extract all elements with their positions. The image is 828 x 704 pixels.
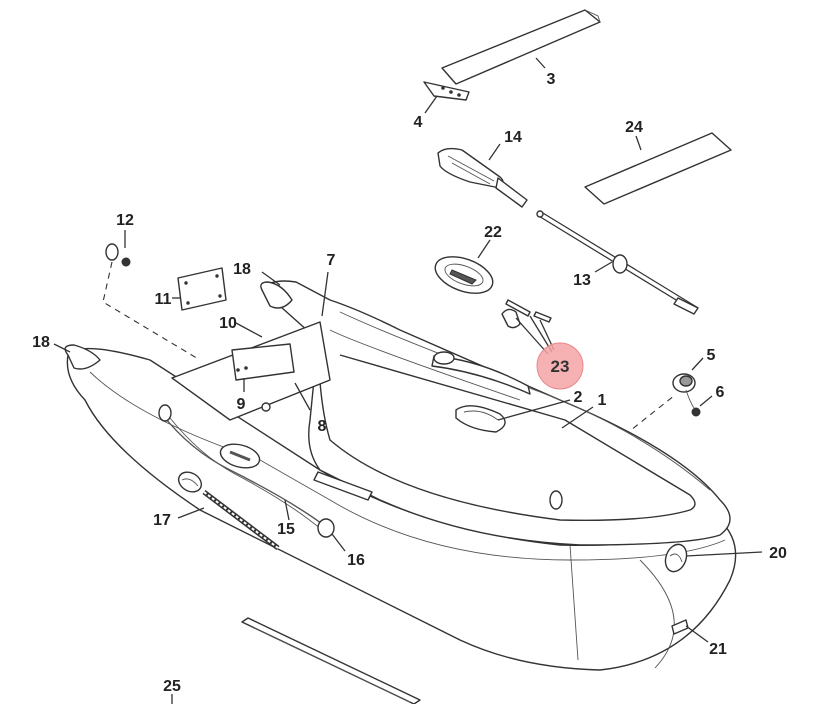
part-number-13[interactable]: 13: [573, 272, 591, 289]
part-number-15[interactable]: 15: [277, 521, 295, 538]
pin-set-part[interactable]: [501, 299, 555, 355]
part-number-labels: 3 4 24 14 22 13 12 18 7 11 10 18 9 8 2 1…: [32, 71, 787, 695]
part-number-9[interactable]: 9: [237, 396, 246, 413]
id-plate-part[interactable]: [172, 267, 227, 311]
valve-cap-part[interactable]: [105, 230, 131, 267]
seat-bracket-part[interactable]: [423, 81, 470, 114]
part-number-10[interactable]: 10: [219, 315, 237, 332]
oar-lock-part[interactable]: [430, 239, 497, 300]
part-number-24[interactable]: 24: [625, 119, 643, 136]
part-number-17[interactable]: 17: [153, 512, 171, 529]
part-number-8[interactable]: 8: [318, 418, 327, 435]
part-number-2[interactable]: 2: [574, 389, 583, 406]
part-number-6[interactable]: 6: [716, 384, 725, 401]
part-number-14[interactable]: 14: [504, 129, 522, 146]
part-number-18-rear[interactable]: 18: [233, 261, 251, 278]
part-number-18-front[interactable]: 18: [32, 334, 50, 351]
floor-panel-part[interactable]: [584, 132, 732, 205]
keel-strip-part[interactable]: [171, 617, 421, 704]
boat-hull-part[interactable]: [64, 280, 737, 671]
part-number-11[interactable]: 11: [155, 291, 172, 308]
part-number-20[interactable]: 20: [769, 545, 787, 562]
part-number-3[interactable]: 3: [547, 71, 556, 88]
part-number-25[interactable]: 25: [163, 678, 181, 695]
part-number-21[interactable]: 21: [709, 641, 727, 658]
highlight-marker: [536, 342, 584, 390]
seat-board-part[interactable]: [441, 9, 601, 85]
oar-blade-part[interactable]: [437, 143, 528, 208]
part-number-23[interactable]: 23: [551, 357, 570, 376]
inflation-valve-part[interactable]: [672, 357, 713, 417]
leader-lines: [53, 271, 763, 643]
part-number-22[interactable]: 22: [484, 224, 502, 241]
part-number-7[interactable]: 7: [327, 252, 336, 269]
part-number-4[interactable]: 4: [414, 114, 423, 131]
part-number-16[interactable]: 16: [347, 552, 365, 569]
part-number-5[interactable]: 5: [707, 347, 716, 364]
oar-shaft-part[interactable]: [536, 210, 699, 315]
part-number-12[interactable]: 12: [116, 212, 134, 229]
part-number-1[interactable]: 1: [598, 392, 607, 409]
